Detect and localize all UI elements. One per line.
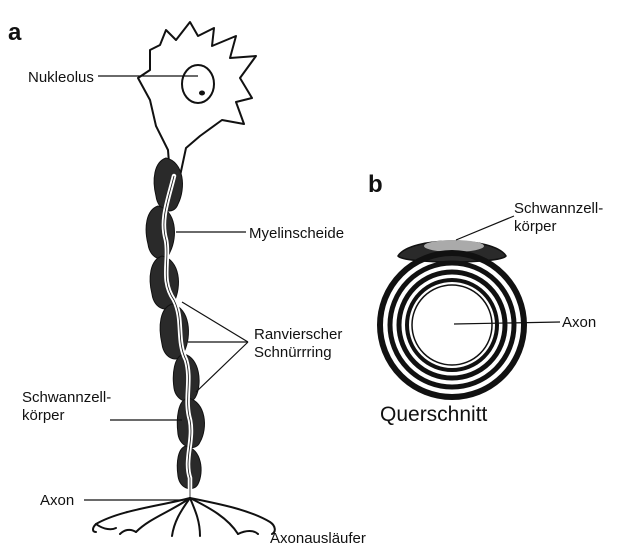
panel-b-letter: b — [368, 171, 383, 198]
schwann-b-leader — [456, 216, 514, 240]
label-ranvier-line2: Schnürrring — [254, 344, 332, 361]
myelin-segment — [146, 206, 174, 259]
axon-terminals — [93, 498, 275, 536]
ranvier-leader-1 — [182, 302, 248, 342]
label-axon-a: Axon — [40, 492, 74, 509]
label-schwann-a-line2: körper — [22, 407, 65, 424]
label-cross-section: Querschnitt — [380, 403, 488, 426]
label-ranvier-line1: Ranvierscher — [254, 326, 342, 343]
myelin-segments — [146, 158, 204, 489]
cross-section — [380, 240, 524, 397]
label-myelin-sheath: Myelinscheide — [249, 225, 344, 242]
label-axon-terminals: Axonausläufer — [270, 530, 366, 547]
label-schwann-b-line2: körper — [514, 218, 557, 235]
nucleus — [182, 65, 214, 103]
label-axon-b: Axon — [562, 314, 596, 331]
label-schwann-b-line1: Schwannzell- — [514, 200, 603, 217]
nucleolus — [199, 91, 205, 96]
ranvier-leader-3 — [196, 342, 248, 392]
panel-a-letter: a — [8, 19, 22, 46]
label-nucleolus: Nukleolus — [28, 69, 94, 86]
axon-core — [412, 285, 492, 365]
label-schwann-a-line1: Schwannzell- — [22, 389, 111, 406]
